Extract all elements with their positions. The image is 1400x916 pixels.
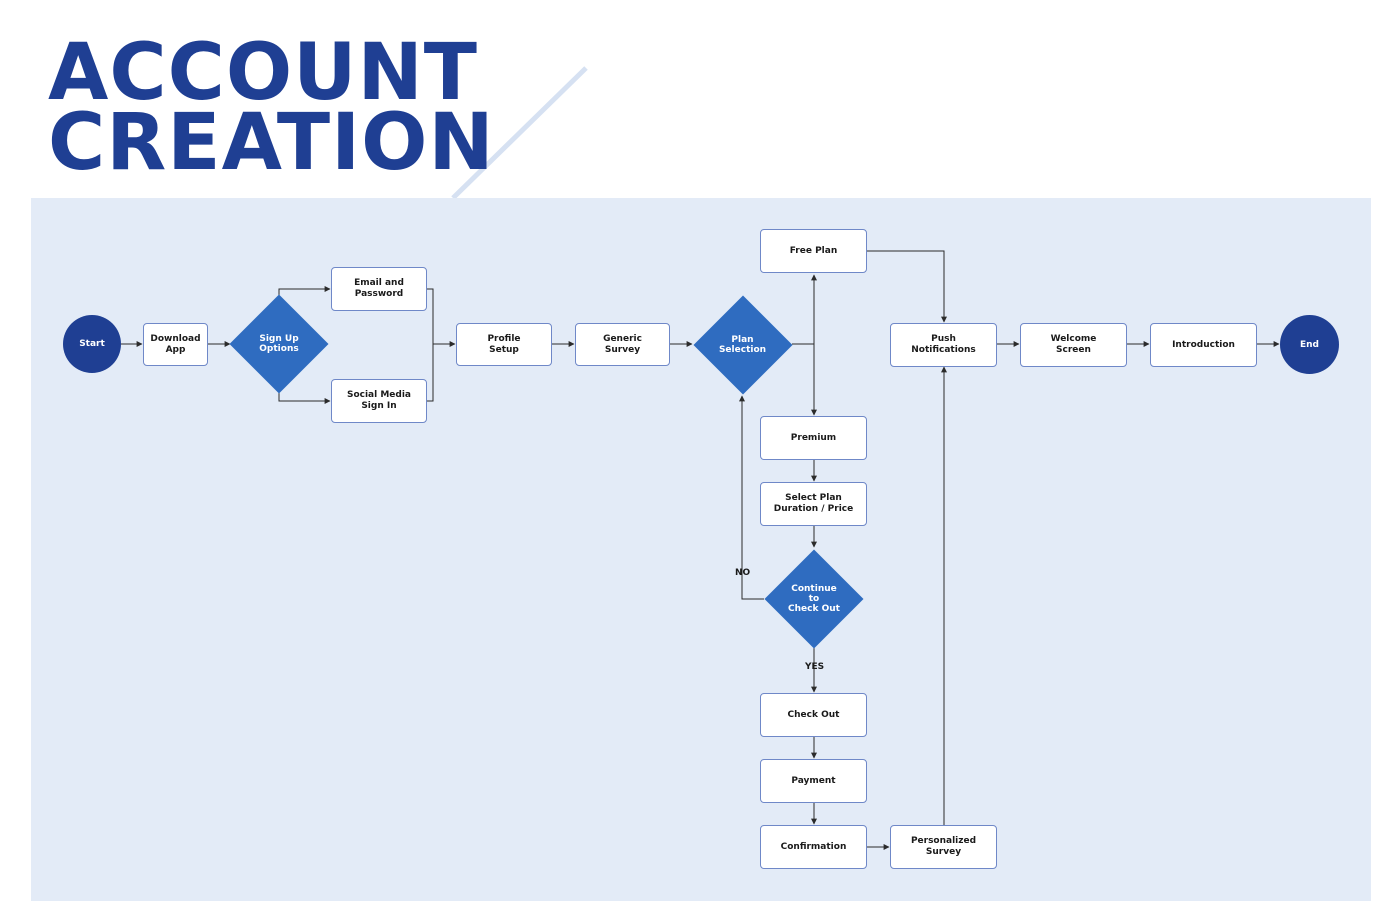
title-line-1: ACCOUNT — [48, 28, 478, 118]
social-media-node: Social Media Sign In — [331, 379, 427, 423]
profile-setup-node: Profile Setup — [456, 323, 552, 366]
push-notifications-node: Push Notifications — [890, 323, 997, 367]
continue-checkout-label: Continue to Check Out — [788, 584, 840, 614]
edge-free-push — [867, 250, 947, 323]
premium-node: Premium — [760, 416, 867, 460]
edge-signup-social — [278, 393, 331, 404]
sign-up-options-decision: Sign Up Options — [229, 294, 329, 394]
email-password-node: Email and Password — [331, 267, 427, 311]
no-label: NO — [735, 568, 751, 578]
connectors — [121, 250, 1280, 850]
edge-email-merge — [427, 288, 434, 344]
edge-social-merge — [427, 344, 434, 402]
flowchart-panel: Start Download App Sign Up Options Email… — [31, 198, 1371, 901]
plan-selection-label: Plan Selection — [718, 334, 767, 355]
yes-label: YES — [805, 662, 825, 672]
edge-continue-no — [739, 395, 764, 600]
plan-selection-decision: Plan Selection — [693, 295, 793, 395]
personalized-survey-node: Personalized Survey — [890, 825, 997, 869]
edge-signup-email — [278, 286, 331, 296]
start-node: Start — [63, 315, 121, 373]
title-line-2: CREATION — [48, 98, 495, 188]
check-out-node: Check Out — [760, 693, 867, 737]
free-plan-node: Free Plan — [760, 229, 867, 273]
welcome-screen-node: Welcome Screen — [1020, 323, 1127, 367]
introduction-node: Introduction — [1150, 323, 1257, 367]
page-title: ACCOUNT CREATION — [48, 30, 608, 200]
sign-up-options-label: Sign Up Options — [259, 334, 299, 354]
download-app-node: Download App — [143, 323, 208, 366]
end-node: End — [1280, 315, 1339, 374]
generic-survey-node: Generic Survey — [575, 323, 670, 366]
payment-node: Payment — [760, 759, 867, 803]
select-plan-duration-node: Select Plan Duration / Price — [760, 482, 867, 526]
confirmation-node: Confirmation — [760, 825, 867, 869]
continue-checkout-decision: Continue to Check Out — [764, 549, 864, 649]
title-slash-decoration — [451, 66, 588, 200]
